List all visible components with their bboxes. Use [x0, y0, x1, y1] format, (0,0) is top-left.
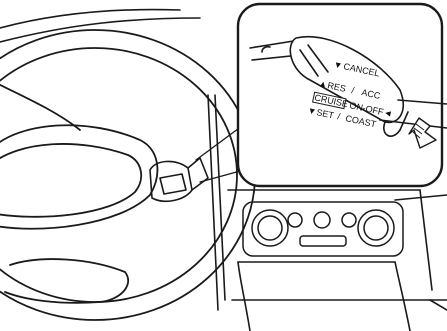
climate-knobs	[243, 202, 403, 256]
cruise-lever-small	[150, 158, 208, 201]
